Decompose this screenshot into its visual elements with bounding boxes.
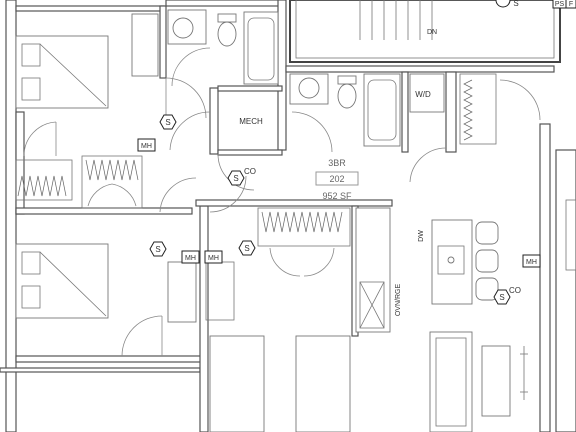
panel-label: PS — [555, 1, 565, 8]
co-label: CO — [509, 286, 521, 295]
svg-text:S: S — [513, 0, 518, 8]
unit-area: 952 SF — [322, 191, 352, 201]
bedroom-2 — [15, 243, 197, 357]
media-hub-box: MH — [204, 250, 223, 264]
svg-text:MH: MH — [208, 255, 219, 262]
stair: DN — [295, 0, 555, 59]
media-hub-box: MH — [522, 254, 541, 268]
media-hubs: MH MH MH MH — [137, 138, 541, 268]
panel-f-label: F — [569, 1, 573, 8]
laundry: W/D — [409, 73, 541, 183]
co-label: CO — [244, 167, 256, 176]
svg-text:MH: MH — [141, 143, 152, 150]
svg-text:MH: MH — [526, 259, 537, 266]
bedroom-1 — [15, 13, 207, 201]
bed-2 — [15, 243, 109, 319]
bathroom-2 — [289, 73, 401, 153]
smoke-detector-icon: S — [238, 240, 256, 256]
unit-tag: 3BR 202 952 SF — [315, 158, 359, 201]
living-room — [429, 199, 576, 432]
dresser-2 — [167, 261, 197, 323]
svg-text:MH: MH — [185, 255, 196, 262]
smoke-detector-icon: S — [159, 114, 177, 130]
media-hub-box: MH — [137, 138, 156, 152]
hall-closet — [257, 207, 351, 277]
kitchen: OVN/RGE DW — [355, 207, 499, 333]
smoke-detector-icon: S — [493, 289, 511, 305]
svg-text:S: S — [499, 293, 504, 302]
unit-type: 3BR — [328, 158, 346, 168]
bathroom-1 — [167, 9, 279, 87]
bedroom-3 — [205, 261, 351, 432]
smoke-detector-icon: S — [495, 0, 519, 8]
svg-text:S: S — [155, 245, 160, 254]
media-hub-box: MH — [181, 250, 200, 264]
smoke-detector-icon: S — [149, 241, 167, 257]
svg-text:S: S — [165, 118, 170, 127]
smoke-detector-icon: S — [227, 170, 245, 186]
dresser-1 — [131, 13, 159, 77]
unit-number: 202 — [329, 174, 344, 184]
wd-label: W/D — [415, 90, 431, 99]
smoke-detectors: S S S S S S — [149, 0, 519, 305]
dishwasher-label: DW — [418, 230, 425, 242]
svg-text:S: S — [233, 174, 238, 183]
panel-boxes: PS F — [552, 0, 576, 9]
svg-text:S: S — [244, 244, 249, 253]
stair-direction-label: DN — [427, 29, 437, 36]
bed-1 — [15, 35, 109, 109]
mech-label: MECH — [239, 117, 263, 126]
oven-range-label: OVN/RGE — [395, 284, 402, 317]
closet-mid — [81, 111, 247, 213]
